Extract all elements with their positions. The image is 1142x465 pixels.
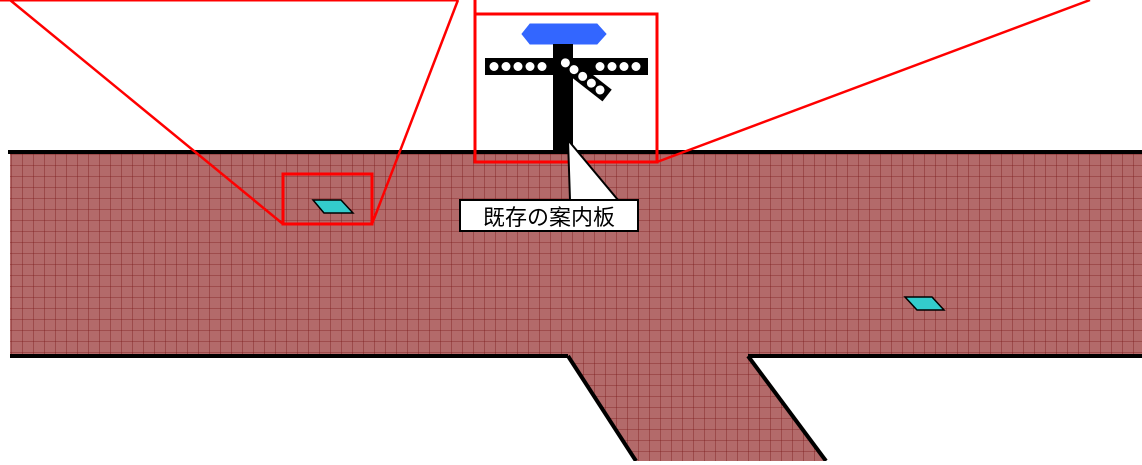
left-highlight-frame: [281, 172, 374, 226]
existing-sign-label: 既存の案内板: [459, 199, 639, 232]
floor-marker-icon: [903, 296, 946, 311]
branch-wall-left: [566, 354, 638, 463]
signboard-icon: [485, 23, 648, 154]
branch-wall-right: [746, 354, 828, 463]
corridor-floor: [10, 152, 1142, 461]
right-zoom-callout: [473, 0, 1091, 164]
right-highlight-frame: [473, 12, 659, 164]
floor-marker-icon: [311, 199, 355, 214]
left-zoom-callout: [0, 0, 460, 226]
